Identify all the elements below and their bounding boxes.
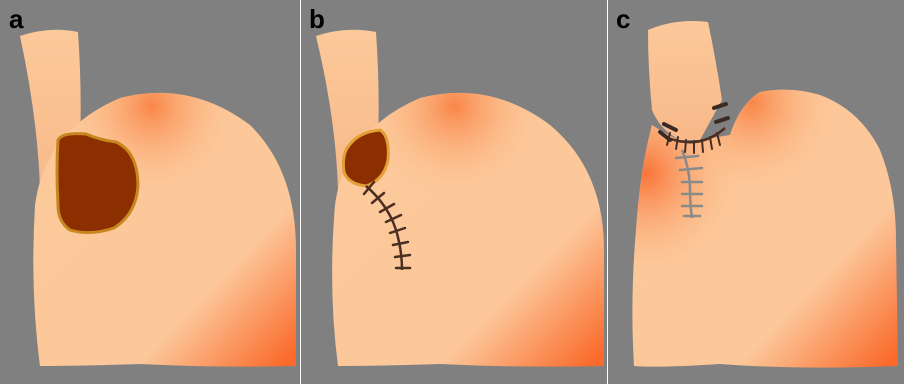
panel-label-c: c: [616, 6, 630, 32]
panel-label-b: b: [309, 6, 325, 32]
panel-label-a: a: [9, 6, 23, 32]
tumor-a: [57, 134, 138, 233]
